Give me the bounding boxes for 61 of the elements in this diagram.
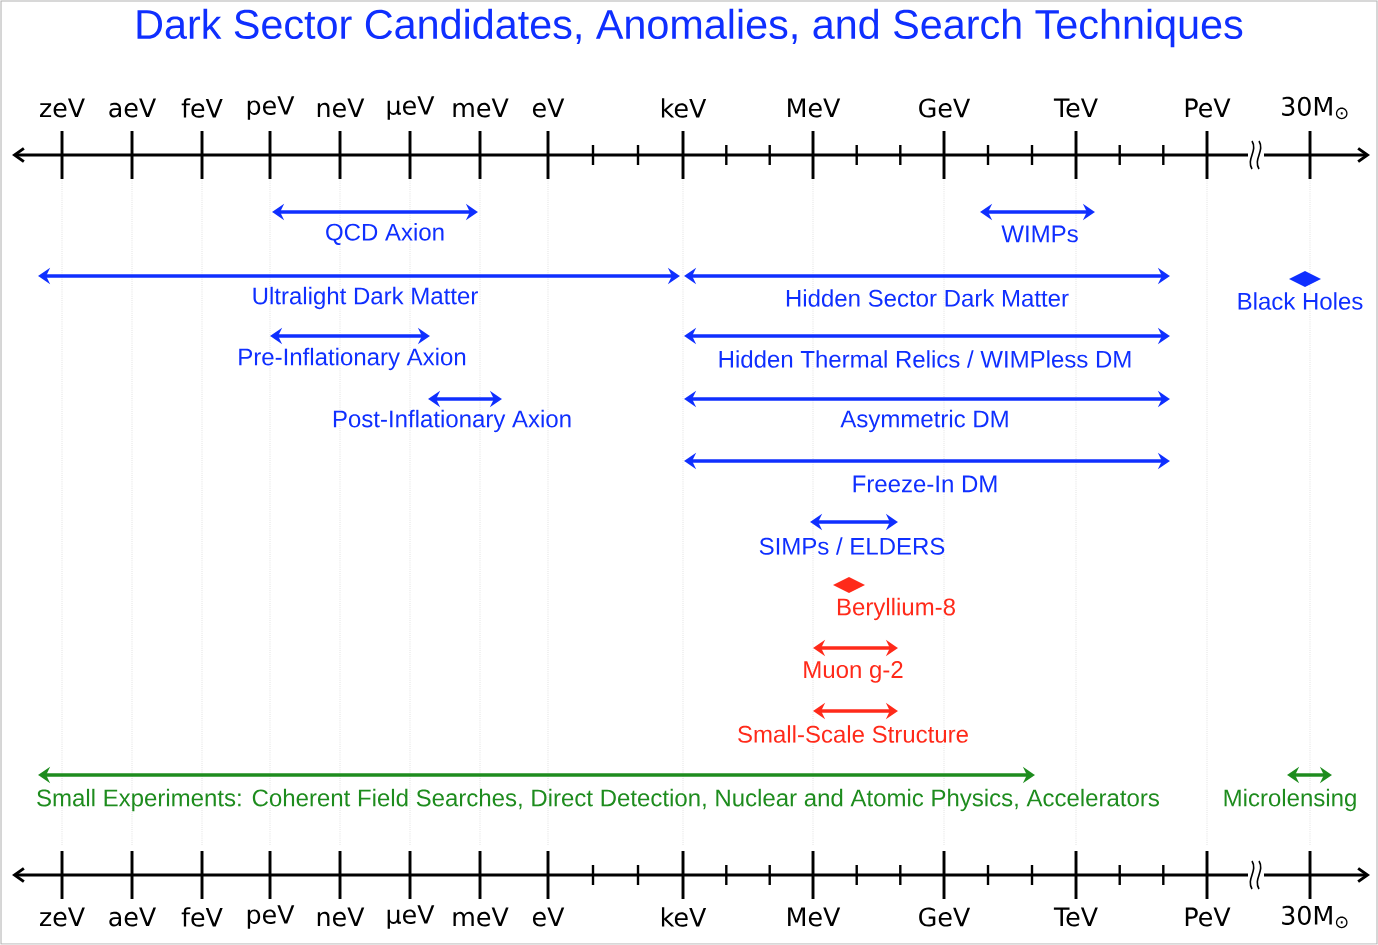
range-bar: Post-Inflationary Axion: [333, 390, 571, 433]
axis-label: PeV: [1185, 98, 1231, 118]
axis-label: TeV: [1053, 907, 1098, 927]
axis-label: aeV: [109, 98, 156, 118]
node-label: Microlensing: [1224, 788, 1356, 812]
node-label: Asymmetric DM: [840, 409, 1008, 433]
axis-label: GeV: [919, 98, 971, 118]
axis-label: neV: [317, 907, 365, 927]
axis-label: μeV: [387, 905, 435, 929]
axis-label: peV: [247, 96, 295, 120]
axis-label: aeV: [109, 907, 156, 927]
range-bar: Hidden Thermal Relics / WIMPless DM: [684, 327, 1170, 368]
range-bar: Muon g-2: [804, 639, 903, 683]
node-label: Muon g-2: [804, 661, 903, 683]
node-label: WIMPs: [1001, 225, 1078, 243]
node-label: Post-Inflationary Axion: [333, 409, 571, 433]
range-bar: Pre-Inflationary Axion: [239, 327, 466, 371]
range-bar: Black Holes: [1238, 271, 1363, 310]
axis-label: peV: [247, 905, 295, 929]
node-label: Beryllium-8: [837, 597, 955, 621]
axis-label: zeV: [40, 98, 85, 118]
node-label: Hidden Sector Dark Matter: [786, 289, 1069, 307]
node-label: Small-Scale Structure: [738, 725, 968, 743]
axis-label: eV: [532, 907, 565, 927]
axis-label: PeV: [1185, 907, 1231, 927]
range-bar: Small-Scale Structure: [738, 702, 968, 743]
node-label: QCD Axion: [326, 223, 444, 245]
range-bar: Hidden Sector Dark Matter: [684, 267, 1170, 307]
axis-label: GeV: [919, 907, 971, 927]
node-label: Small Experiments: Coherent Field Searches, Direct Detection, Nuclear and Atomic Physics, Accelerators: [37, 788, 1159, 812]
range-bar: Beryllium-8: [833, 577, 955, 621]
node-label: Black Holes: [1238, 292, 1363, 310]
axis-label: eV: [532, 98, 565, 118]
axis-label: TeV: [1053, 98, 1098, 118]
axis-label: meV: [453, 98, 509, 118]
axis-label: μeV: [387, 96, 435, 120]
range-bar: WIMPs: [980, 203, 1095, 243]
node-label: Freeze-In DM: [853, 475, 997, 493]
axis-label: 30M$_{⊙}$: [1282, 96, 1348, 120]
axis-label: keV: [661, 98, 707, 118]
axis-label: 30M$_{⊙}$: [1282, 905, 1348, 929]
range-bar: SIMPs / ELDERS: [759, 513, 945, 555]
range-bar: Freeze-In DM: [684, 452, 1170, 493]
axis-label: zeV: [40, 907, 85, 927]
axis-label: MeV: [788, 98, 841, 118]
range-bar: Small Experiments: Coherent Field Searches, Direct Detection, Nuclear and Atomic Physics, Accelerators: [37, 766, 1159, 812]
axis-label: MeV: [788, 907, 841, 927]
axis-label: feV: [181, 907, 223, 927]
range-bar: Ultralight Dark Matter: [38, 267, 680, 310]
axis-label: meV: [453, 907, 509, 927]
node-label: SIMPs / ELDERS: [759, 537, 945, 555]
axis-label: feV: [181, 98, 223, 118]
axis-label: keV: [661, 907, 707, 927]
node-label: Pre-Inflationary Axion: [239, 347, 466, 371]
node-label: Ultralight Dark Matter: [253, 286, 478, 310]
title: Dark Sector Candidates, Anomalies, and Search Techniques: [137, 8, 1243, 48]
axis-label: neV: [317, 98, 365, 118]
range-bar: Asymmetric DM: [684, 390, 1170, 433]
range-bar: QCD Axion: [272, 203, 478, 245]
range-bar: Microlensing: [1224, 766, 1356, 812]
node-label: Hidden Thermal Relics / WIMPless DM: [719, 350, 1131, 368]
